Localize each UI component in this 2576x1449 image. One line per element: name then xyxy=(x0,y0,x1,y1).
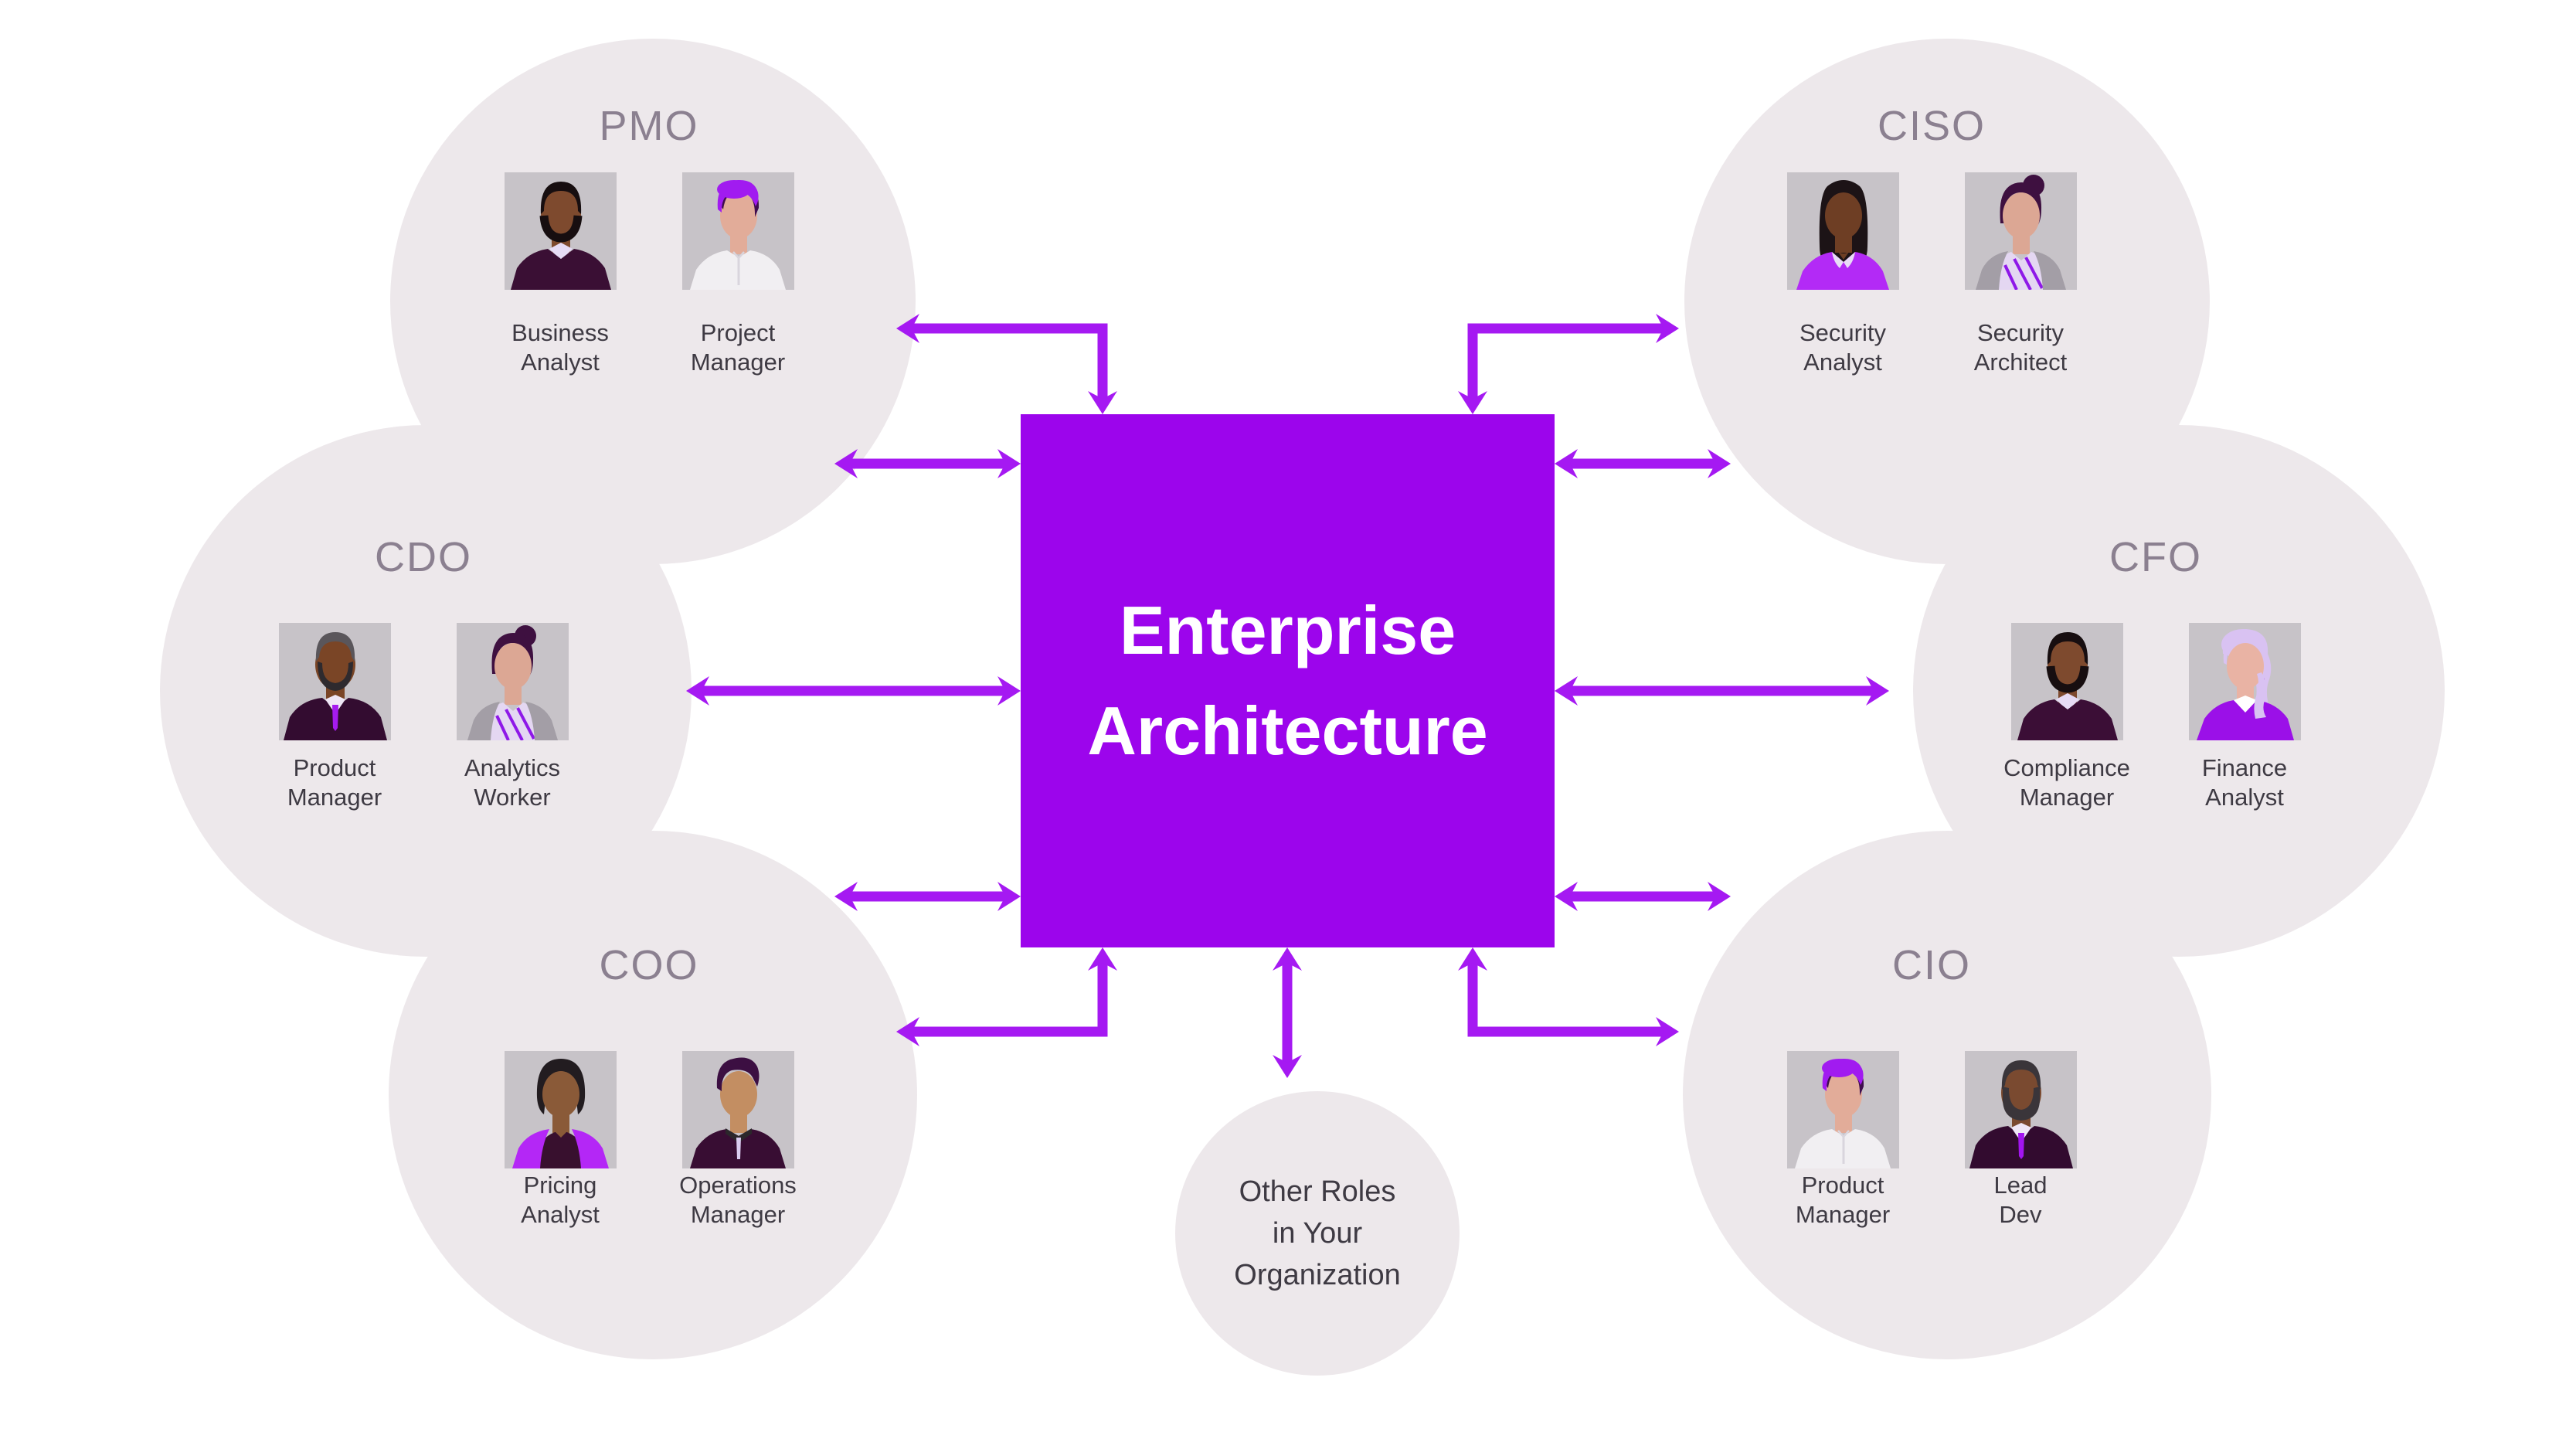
connector-arrow xyxy=(686,676,1021,706)
group-title-ciso: CISO xyxy=(1877,103,1986,149)
group-circle-cio xyxy=(1683,831,2211,1359)
group-title-cfo: CFO xyxy=(2109,534,2202,580)
other-roles-label: Other Roles in Your Organization xyxy=(1234,1175,1401,1291)
avatar-product-manager-cdo xyxy=(279,623,391,740)
connector-arrow xyxy=(1273,947,1302,1078)
enterprise-architecture-box: Enterprise Architecture xyxy=(1021,414,1555,947)
connector-arrow xyxy=(1458,314,1679,414)
connector-arrow xyxy=(896,947,1117,1046)
center-title-line1: Enterprise xyxy=(1119,592,1456,668)
group-circle-coo xyxy=(389,831,917,1359)
group-title-cio: CIO xyxy=(1891,942,1972,988)
connector-arrow xyxy=(834,882,1021,911)
avatar-business-analyst xyxy=(505,172,617,290)
avatar-finance-analyst xyxy=(2189,623,2301,740)
avatar-analytics-worker xyxy=(457,623,569,740)
avatar-security-analyst xyxy=(1787,172,1899,290)
avatar-lead-dev xyxy=(1965,1051,2077,1168)
other-roles-circle xyxy=(1175,1091,1460,1376)
group-title-pmo: PMO xyxy=(599,103,699,149)
connector-arrow xyxy=(1458,947,1679,1046)
avatar-project-manager xyxy=(682,172,794,290)
connector-arrow xyxy=(896,314,1117,414)
connector-arrow xyxy=(834,449,1021,478)
avatar-pricing-analyst xyxy=(505,1051,617,1168)
connector-arrow xyxy=(1555,882,1731,911)
avatar-operations-manager xyxy=(682,1051,794,1168)
group-title-cdo: CDO xyxy=(375,534,472,580)
avatar-product-manager-cio xyxy=(1787,1051,1899,1168)
avatar-compliance-manager xyxy=(2011,623,2123,740)
connector-arrow xyxy=(1555,449,1731,478)
avatar-security-architect xyxy=(1965,172,2077,290)
connector-arrow xyxy=(1555,676,1889,706)
group-title-coo: COO xyxy=(599,942,699,988)
center-title-line2: Architecture xyxy=(1087,692,1488,769)
